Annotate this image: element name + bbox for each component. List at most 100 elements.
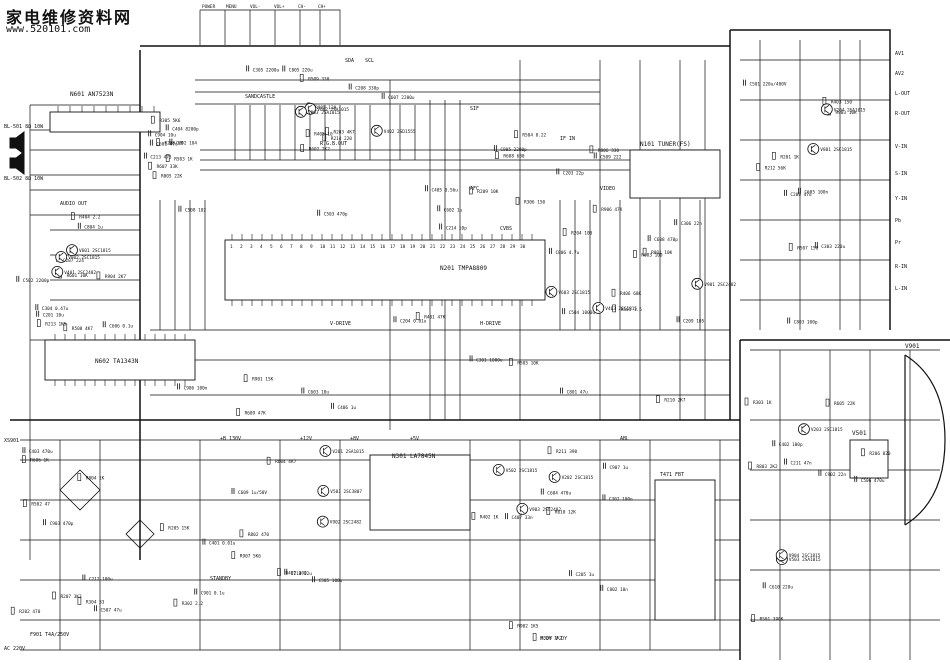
part-label: C903 470p xyxy=(50,521,74,527)
transistor-label: V501 2SC3807 xyxy=(330,489,362,495)
capacitor-symbol xyxy=(505,513,508,520)
capacitor-symbol xyxy=(593,152,597,159)
resistor-symbol xyxy=(612,304,617,313)
speakers xyxy=(9,131,25,175)
part-label: R905 120 xyxy=(315,105,337,111)
part-label: C213 473 xyxy=(150,155,172,161)
capacitor-symbol xyxy=(602,494,606,501)
transistor-symbol xyxy=(492,463,505,476)
part-label: R607 33K xyxy=(157,164,179,170)
av-label: L-OUT xyxy=(895,91,910,97)
resistor-symbol xyxy=(532,633,537,641)
part-label: C506 470u xyxy=(861,478,885,484)
ic-pin-number: 4 xyxy=(260,244,263,250)
resistor-symbol xyxy=(825,398,830,407)
key-label: MENU xyxy=(226,4,237,10)
transistor-label: V902 2SC2482 xyxy=(330,520,362,526)
ic-pin-number: 13 xyxy=(350,244,356,250)
transistor-label: V403 2SC1815 xyxy=(605,306,637,312)
resistor-symbol xyxy=(656,395,660,403)
speaker-icon xyxy=(9,131,25,155)
capacitor-symbol xyxy=(818,469,822,476)
resistor-symbol xyxy=(495,151,499,159)
resistor-symbol xyxy=(239,529,244,538)
resistor-symbol xyxy=(788,243,793,251)
av-bus xyxy=(740,40,890,330)
av-label: L-IN xyxy=(895,286,907,292)
ic-n101 xyxy=(629,149,721,199)
transistor-leads xyxy=(320,517,325,526)
transistor-symbol xyxy=(807,143,820,155)
capacitor-symbol xyxy=(35,304,39,311)
ic-n101-label: N101 TUNER(FS) xyxy=(640,141,691,148)
capacitor-symbol xyxy=(22,447,26,454)
part-label: R608 680 xyxy=(503,154,525,160)
part-label: C303 220u xyxy=(821,244,845,250)
part-label: C203 22p xyxy=(563,170,585,176)
part-label: C502 2200p xyxy=(23,278,50,284)
ic-blocks xyxy=(44,111,889,621)
resistor-symbol xyxy=(592,204,597,213)
resistor-symbol xyxy=(10,606,15,615)
part-label: C902 22n xyxy=(825,472,847,478)
capacitor-symbol xyxy=(674,219,678,226)
transistor-leads xyxy=(374,126,380,136)
connector-labels: BL-501 8Ω 10W BL-502 8Ω 10W POWER MENU V… xyxy=(4,4,910,652)
part-label: R303 1K xyxy=(753,400,772,406)
ic-pin-number: 21 xyxy=(430,244,436,250)
signal-label: +5V xyxy=(410,436,419,442)
ic-n601 xyxy=(49,111,161,133)
part-label: C605 100n xyxy=(804,190,828,196)
extra-lines xyxy=(234,105,416,160)
part-label: C509 222 xyxy=(600,155,622,161)
resistor-symbol xyxy=(243,374,248,383)
transistor-symbol xyxy=(319,445,332,457)
resistor-symbol xyxy=(151,115,155,124)
av-label: Pr xyxy=(895,240,901,246)
resistor-symbol xyxy=(165,154,170,162)
resistor-symbol xyxy=(96,271,101,280)
signal-label: SIF xyxy=(470,106,479,112)
signal-label: AUDIO OUT xyxy=(60,201,87,207)
resistor-symbol xyxy=(77,597,82,605)
capacitor-symbol xyxy=(77,222,81,229)
ic-pin-number: 24 xyxy=(460,244,466,250)
transistor-symbol xyxy=(370,124,383,137)
transistor-label: V402 2SD1555 xyxy=(384,129,416,135)
ic-pin-number: 20 xyxy=(420,244,426,250)
resistor-symbol xyxy=(748,461,752,470)
resistor-symbol xyxy=(231,551,236,559)
signal-label: ABL xyxy=(620,436,629,442)
part-label: R804 1K xyxy=(86,476,105,482)
part-label: R805 22K xyxy=(161,174,183,180)
capacitor-symbol xyxy=(94,605,97,612)
capacitor-symbol xyxy=(165,124,169,131)
part-label: R401 47K xyxy=(424,314,446,320)
transistor-leads xyxy=(801,424,807,434)
part-label: R405 10 xyxy=(314,132,333,138)
ic-pin-number: 7 xyxy=(290,244,293,250)
power-bus-top xyxy=(139,29,891,560)
part-label: C211 47n xyxy=(791,461,813,467)
signal-label: V-DRIVE xyxy=(330,321,351,327)
ic-pin-number: 18 xyxy=(400,244,406,250)
page-title: 家电维修资料网 xyxy=(6,8,133,27)
ic-n201-label: N201 TMPA8809 xyxy=(440,265,487,272)
part-label: C603 10u xyxy=(308,390,330,396)
capacitor-symbol xyxy=(854,475,858,482)
signal-label: H.DY V.DY xyxy=(540,636,567,642)
av-label: AV2 xyxy=(895,71,904,77)
resistor-symbol xyxy=(71,212,75,220)
part-label: R202 470 xyxy=(19,609,41,615)
ic-pin-number: 28 xyxy=(500,244,506,250)
capacitor-symbol xyxy=(425,185,428,192)
part-label: R605 22K xyxy=(834,401,856,407)
signal-label: IF IN xyxy=(560,136,575,142)
capacitor-symbol xyxy=(560,387,563,394)
transistor-symbol xyxy=(548,471,561,483)
part-label: C503 470p xyxy=(324,212,348,218)
part-label: R806 330 xyxy=(598,148,620,154)
transistor-leads xyxy=(694,279,700,289)
mains-label: XS901 xyxy=(4,438,19,444)
part-label: R904 2K7 xyxy=(105,274,127,280)
